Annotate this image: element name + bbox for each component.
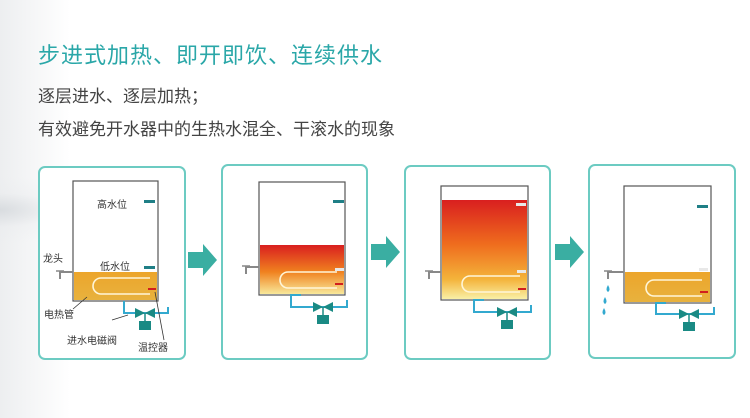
stage-2-inlet-pipe [290, 294, 348, 308]
stage-3-water [442, 200, 527, 299]
inlet-valve-label: 进水电磁阀 [67, 334, 117, 347]
stage-1-thermostat-mark [148, 288, 156, 290]
subtitle-line-1: 逐层进水、逐层加热； [38, 87, 208, 107]
stage-1-faucet [59, 271, 73, 279]
stage-4-inlet-pipe [655, 302, 715, 315]
subtitle-line-2: 有效避免开水器中的生热水混全、干滚水的现象 [38, 120, 395, 140]
stage-2-water [260, 245, 344, 294]
stage-1-valve-actuator [139, 321, 151, 330]
stage-2-panel [221, 164, 368, 360]
stage-4-drip-1 [606, 285, 610, 292]
stage-4-drip-3 [602, 308, 606, 315]
stage-3-panel [404, 165, 551, 360]
stage-arrow-2 [371, 236, 400, 268]
faucet-label: 龙头 [43, 252, 63, 265]
stage-3-faucet [428, 271, 441, 279]
stage-4-drip-2 [603, 297, 607, 304]
stage-4-water [625, 272, 710, 302]
stage-2-heating-tube [279, 271, 337, 289]
thermostat-label: 温控器 [138, 341, 168, 354]
headline: 步进式加热、即开即饮、连续供水 [38, 44, 384, 69]
stage-4-faucet [607, 271, 624, 279]
stage-4-heating-tube [645, 279, 702, 297]
low-level-label: 低水位 [100, 260, 130, 273]
heating-tube-label: 电热管 [44, 308, 74, 321]
stage-arrow-1 [188, 244, 217, 276]
stage-3-inlet-pipe [473, 299, 532, 313]
stage-1-high-sensor [144, 200, 155, 203]
stage-2-faucet [245, 266, 259, 274]
stage-arrow-3 [555, 236, 584, 268]
high-level-label: 高水位 [97, 198, 127, 211]
stage-1-heating-tube [92, 277, 150, 295]
stage-3-heating-tube [461, 275, 520, 293]
stage-1-water [74, 272, 157, 300]
stage-4-panel [588, 164, 736, 359]
stage-1-low-sensor [144, 266, 155, 269]
stage-1-panel: 高水位 低水位 龙头 电热管 进水电磁阀 温控器 [38, 166, 186, 360]
